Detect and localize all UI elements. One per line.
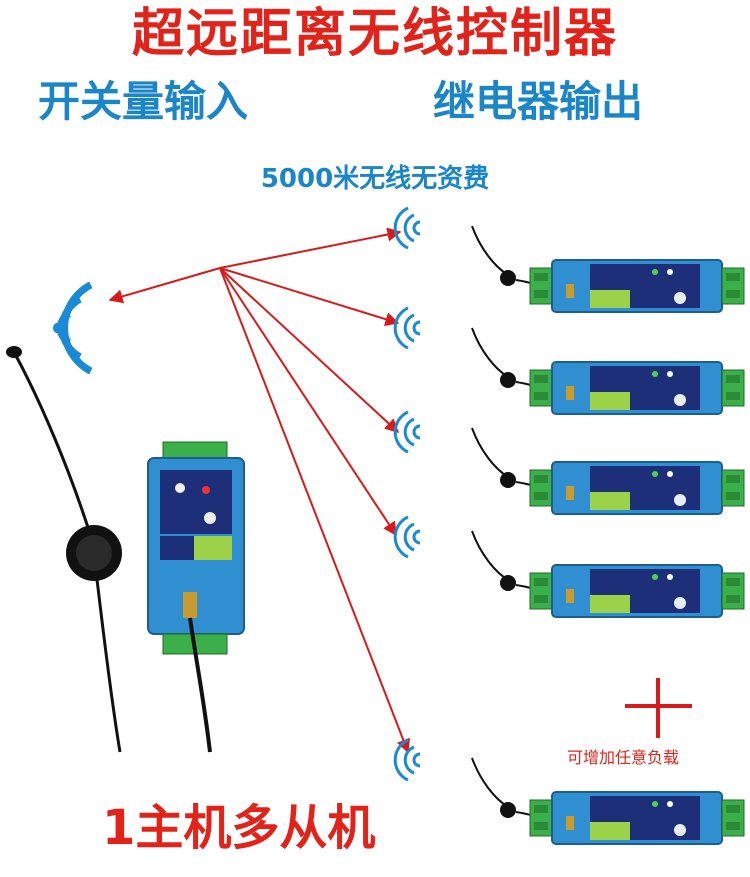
range-caption: 5000米无线无资费 xyxy=(260,164,490,194)
wifi-signal-icon xyxy=(53,281,93,375)
slave-device xyxy=(471,427,745,515)
slave-device xyxy=(471,530,745,618)
plus-icon xyxy=(625,678,692,738)
wifi-signal-icon xyxy=(393,410,422,454)
slave-device xyxy=(471,327,745,415)
output-caption: 继电器输出 xyxy=(433,77,644,126)
slave-device xyxy=(471,757,745,845)
wifi-signal-icon xyxy=(393,206,422,250)
input-caption: 开关量输入 xyxy=(38,77,249,126)
signal-lines xyxy=(108,227,410,754)
wifi-signal-icon xyxy=(393,306,422,350)
add-more-caption: 可增加任意负载 xyxy=(567,748,680,767)
wifi-signal-icon xyxy=(393,738,422,782)
slave-device xyxy=(471,225,745,313)
antenna-icon xyxy=(6,346,122,753)
topology-caption: 1主机多从机 xyxy=(102,800,376,856)
page-title: 超远距离无线控制器 xyxy=(131,4,618,64)
wifi-signal-icon xyxy=(393,515,422,559)
master-device xyxy=(147,441,245,753)
